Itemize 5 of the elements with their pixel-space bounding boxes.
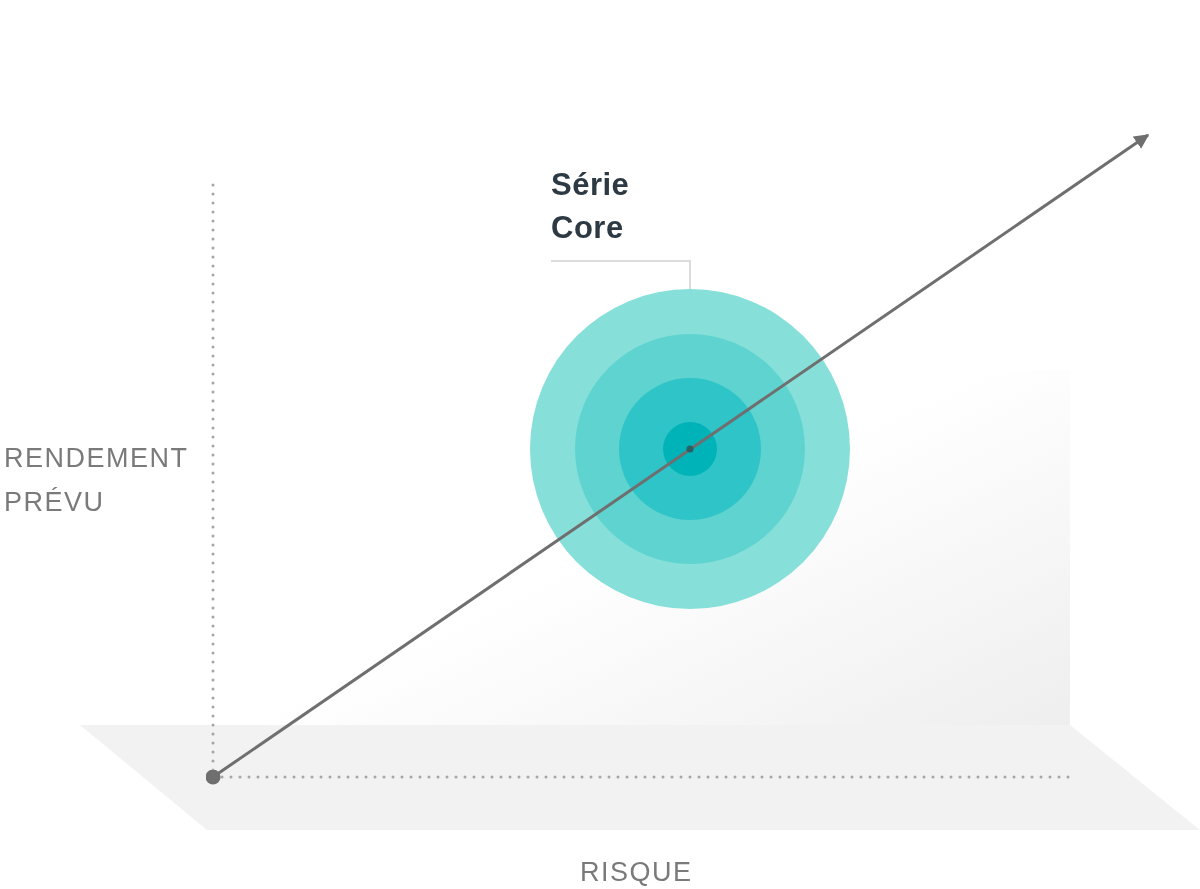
target-circles (530, 289, 850, 609)
series-title: Série Core (551, 166, 631, 247)
axis-label: RENDEMENT PRÉVU (4, 442, 190, 519)
axis-label: RISQUE (580, 856, 694, 889)
leader-line (550, 260, 691, 290)
